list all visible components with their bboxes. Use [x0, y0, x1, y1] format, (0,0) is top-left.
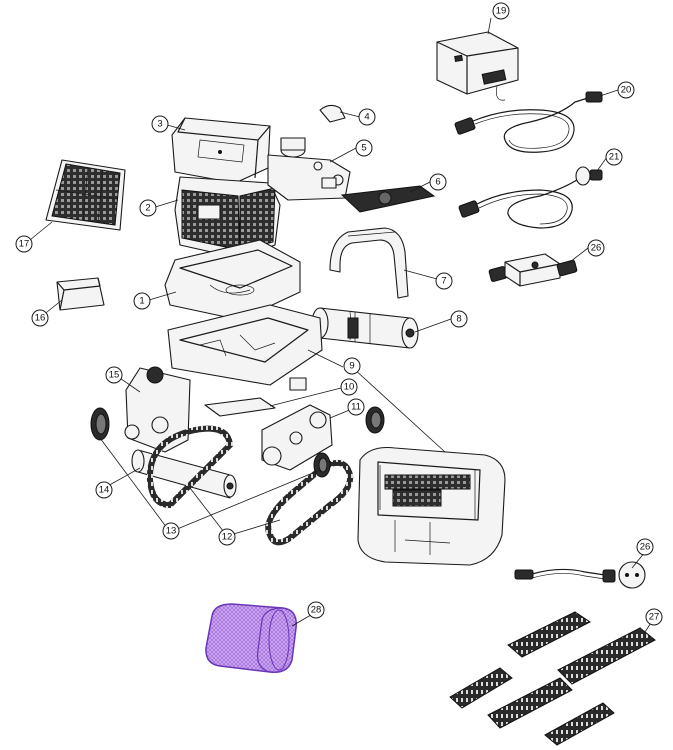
- highlighted-filter-cartridge: [205, 603, 297, 673]
- callout-7: 7: [435, 272, 453, 290]
- callout-label: 26: [640, 542, 651, 553]
- callout-label: 12: [222, 532, 233, 543]
- callout-18: 19: [492, 2, 510, 20]
- callout-14: 14: [95, 481, 113, 499]
- callout-6: 6: [429, 173, 447, 191]
- callout-13: 13: [162, 522, 180, 540]
- callout-label: 20: [621, 85, 632, 96]
- callout-label: 28: [311, 605, 322, 616]
- power-cord: [514, 561, 646, 589]
- chassis: [167, 304, 323, 391]
- filter-lid: [171, 117, 271, 184]
- left-wheel: [90, 407, 110, 441]
- carry-handle: [329, 227, 409, 299]
- brush-roller: [311, 307, 419, 349]
- swivel-cable: [458, 166, 603, 229]
- callout-label: 14: [99, 485, 110, 496]
- callout-16: 16: [31, 309, 49, 327]
- callout-12: 12: [218, 528, 236, 546]
- weight-part: [56, 277, 105, 311]
- callout-8: 8: [450, 310, 468, 328]
- callout-label: 21: [609, 152, 620, 163]
- callout-label: 8: [456, 314, 461, 325]
- right-side-plate: [261, 404, 385, 471]
- callout-11: 11: [347, 398, 365, 416]
- filter-panel: [45, 159, 126, 231]
- motor-bracket: [340, 185, 436, 213]
- callout-15: 15: [105, 366, 123, 384]
- callout-label: 2: [145, 203, 150, 214]
- power-supply-box: [436, 31, 519, 101]
- callout-label: 13: [166, 526, 177, 537]
- callout-28: 28: [307, 601, 325, 619]
- callout-17: 17: [15, 235, 33, 253]
- callout-label: 19: [496, 6, 507, 17]
- floating-cable: [454, 91, 603, 153]
- callout-3: 3: [151, 115, 169, 133]
- filter-basket: [174, 176, 281, 259]
- callout-label: 7: [441, 276, 446, 287]
- callout-1: 1: [133, 292, 151, 310]
- callout-19: 20: [617, 81, 635, 99]
- callout-label: 9: [349, 361, 354, 372]
- callout-9: 9: [343, 357, 361, 375]
- brush-strips: [449, 611, 656, 746]
- callout-label: 17: [19, 239, 30, 250]
- callout-27: 27: [645, 608, 663, 626]
- cable-connector: [488, 253, 578, 287]
- callout-label: 5: [361, 143, 366, 154]
- callout-label: 15: [109, 370, 120, 381]
- pump-motor: [267, 137, 351, 201]
- rear-roller: [131, 449, 237, 499]
- left-side-plate: [124, 366, 191, 453]
- leader-lines: [24, 17, 655, 633]
- callout-label: 3: [157, 119, 162, 130]
- robot-bottom-view: [357, 446, 506, 566]
- callout-label: 11: [351, 402, 361, 413]
- callout-10: 10: [340, 378, 358, 396]
- small-clip: [319, 104, 346, 123]
- callout-label: 6: [435, 177, 440, 188]
- callout-26: 26: [636, 538, 654, 556]
- callout-label: 1: [139, 296, 144, 307]
- callout-2: 2: [139, 199, 157, 217]
- top-shell: [164, 239, 301, 321]
- drive-tracks: [146, 425, 354, 546]
- callout-label: 10: [344, 382, 355, 393]
- callout-20: 21: [605, 148, 623, 166]
- bottom-plate: [204, 397, 276, 417]
- callout-label: 16: [35, 313, 46, 324]
- callout-5: 5: [355, 139, 373, 157]
- callout-21: 26: [587, 239, 605, 257]
- callout-label: 27: [649, 612, 660, 623]
- callout-label: 4: [364, 112, 369, 123]
- callout-label: 26: [591, 243, 602, 254]
- callout-4: 4: [358, 108, 376, 126]
